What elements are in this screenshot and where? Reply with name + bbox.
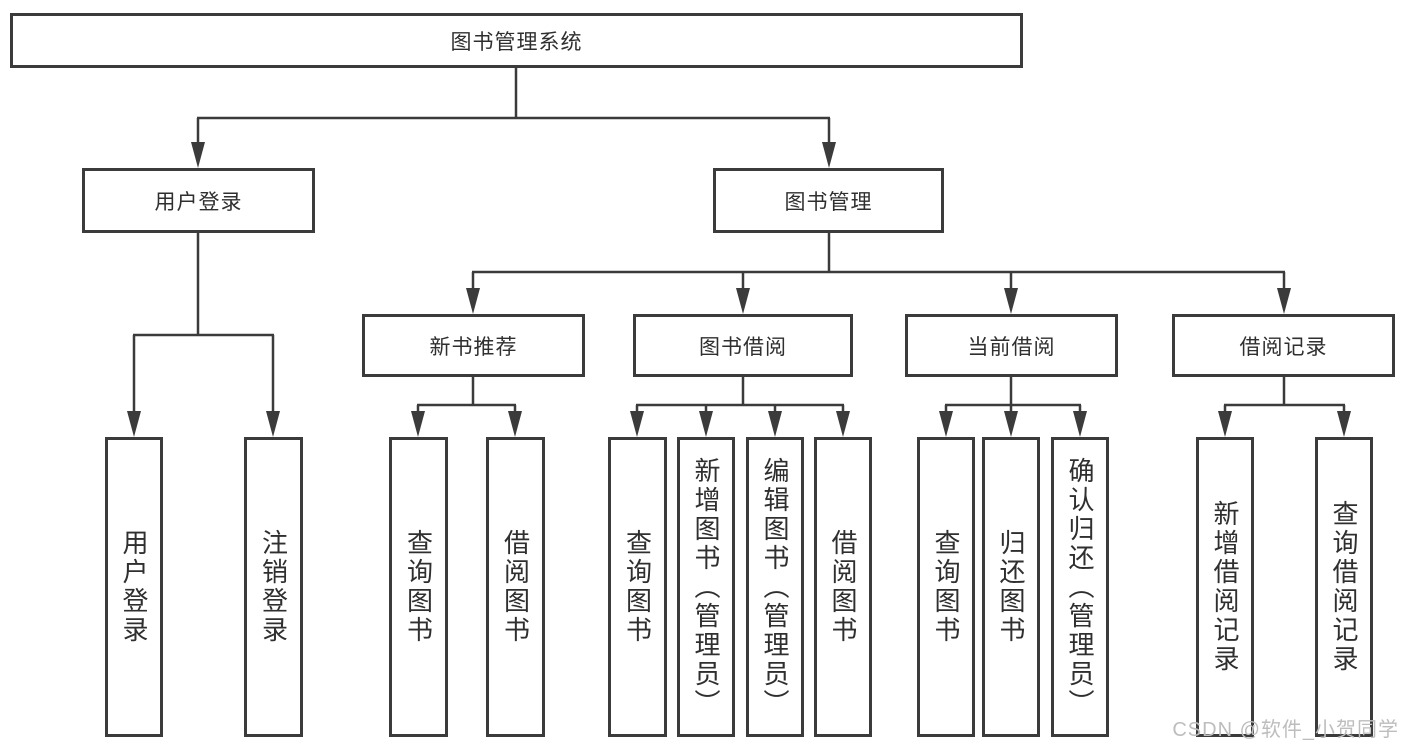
leaf-records-query-record: 查询借阅记录 [1315, 437, 1373, 737]
connector-bookmgmt-to-level3 [466, 233, 1291, 314]
watermark: CSDN @软件_小贺同学 [1172, 719, 1399, 741]
leaf-borrowing-borrow-book: 借阅图书 [814, 437, 872, 737]
leaf-borrowing-query-book: 查询图书 [608, 437, 667, 737]
connector-root-to-level2 [191, 68, 836, 168]
node-root: 图书管理系统 [10, 13, 1023, 68]
node-current-borrowing: 当前借阅 [905, 314, 1118, 377]
connector-records-to-leaves [1218, 377, 1351, 437]
leaf-current-return-book: 归还图书 [982, 437, 1040, 737]
leaf-borrowing-add-book-admin: 新增图书（管理员） [677, 437, 735, 737]
leaf-current-query-book: 查询图书 [917, 437, 975, 737]
leaf-recommend-borrow-book: 借阅图书 [486, 437, 545, 737]
leaf-borrowing-edit-book-admin: 编辑图书（管理员） [746, 437, 804, 737]
node-user-login: 用户登录 [82, 168, 315, 233]
leaf-current-confirm-return-admin: 确认归还（管理员） [1051, 437, 1109, 737]
node-book-borrowing: 图书借阅 [633, 314, 853, 377]
connector-recommend-to-leaves [411, 377, 522, 437]
node-book-management: 图书管理 [713, 168, 944, 233]
leaf-user-login: 用户登录 [105, 437, 163, 737]
leaf-logout: 注销登录 [244, 437, 303, 737]
leaf-recommend-query-book: 查询图书 [389, 437, 448, 737]
node-borrowing-records: 借阅记录 [1172, 314, 1395, 377]
connector-borrowing-to-leaves [630, 377, 850, 437]
connector-current-to-leaves [939, 377, 1087, 437]
connector-userlogin-to-leaves [127, 233, 280, 437]
node-new-book-recommend: 新书推荐 [362, 314, 585, 377]
leaf-records-add-record: 新增借阅记录 [1196, 437, 1254, 737]
